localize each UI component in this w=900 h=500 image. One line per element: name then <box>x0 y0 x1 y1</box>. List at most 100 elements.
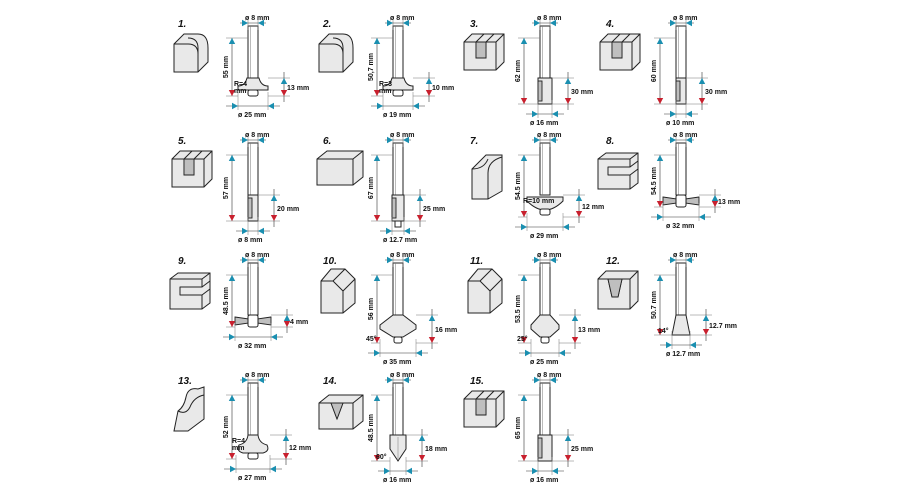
dimension-arrow <box>387 376 393 384</box>
dimension-arrow <box>425 78 433 84</box>
dimension-arrow <box>373 395 381 401</box>
bit-cutter <box>382 77 414 97</box>
bit-shank <box>392 262 404 316</box>
dimension-arrow <box>229 333 235 341</box>
dimension-arrow <box>686 136 692 144</box>
bit-cutter <box>237 434 269 460</box>
dimension-arrow <box>520 337 528 343</box>
bearing <box>393 336 403 344</box>
bit-number: 2. <box>322 19 331 30</box>
groove-face <box>183 158 195 176</box>
shank-diameter-label: ø 8 mm <box>390 15 415 22</box>
overall-length-label: 52 mm <box>223 416 230 438</box>
profile-block-icon <box>320 268 356 314</box>
cut-diameter-label: ø 29 mm <box>530 233 558 240</box>
dimension-arrow <box>280 90 288 96</box>
shank-diameter-label: ø 8 mm <box>673 15 698 22</box>
profile-face <box>169 272 211 310</box>
dimension-arrow <box>418 455 426 461</box>
overall-length-label: 48.5 mm <box>368 414 375 442</box>
profile-edge <box>317 150 364 185</box>
dimension-arrow <box>656 329 664 335</box>
bit-number: 5. <box>178 136 186 147</box>
dimension-arrow <box>387 19 393 27</box>
dimension-arrow <box>550 256 556 264</box>
dimension-arrow <box>564 455 572 461</box>
dimension-arrow <box>520 395 528 401</box>
cut-diameter-label: ø 25 mm <box>530 359 558 366</box>
dimension-arrow <box>686 256 692 264</box>
bit-cutter <box>537 434 553 462</box>
bit-cutter <box>675 77 687 105</box>
dimension-arrow <box>416 349 422 357</box>
cut-length-label: 13 mm <box>287 85 309 92</box>
bit-cutter <box>234 314 272 328</box>
dimension-arrow <box>564 98 572 104</box>
bit-cutter <box>389 434 407 462</box>
dimension-arrow <box>271 333 277 341</box>
dimension-arrow <box>564 435 572 441</box>
dimension-arrow <box>282 435 290 441</box>
overall-length-label: 54.5 mm <box>651 167 658 195</box>
cut-diameter-label: ø 32 mm <box>238 343 266 350</box>
bit-number: 7. <box>470 136 478 147</box>
radius-label: R=10 mm <box>523 198 554 205</box>
bit-cutter <box>530 314 560 344</box>
bit-shank <box>675 142 687 196</box>
profile-edge <box>475 33 505 43</box>
cut-diameter-label: ø 10 mm <box>666 120 694 127</box>
dimension-arrow <box>258 136 264 144</box>
cutter-body <box>237 77 269 91</box>
dimension-arrow <box>534 19 540 27</box>
cutter-body <box>382 77 414 91</box>
dimension-arrow <box>520 211 528 217</box>
dimension-arrow <box>571 337 579 343</box>
dimension-arrow <box>532 110 538 118</box>
dimension-arrow <box>258 256 264 264</box>
cut-diameter-label: ø 19 mm <box>383 112 411 119</box>
cut-diameter-label: ø 12.7 mm <box>666 351 700 358</box>
profile-block-icon <box>463 390 505 428</box>
cut-diameter-label: ø 16 mm <box>383 477 411 484</box>
radius-unit-label: mm <box>379 88 391 95</box>
dimension-arrow <box>520 455 528 461</box>
bit-shank <box>539 262 551 316</box>
cut-length-label: 30 mm <box>705 89 727 96</box>
dimension-arrow <box>552 467 558 475</box>
dimension-arrow <box>373 275 381 281</box>
dimension-arrow <box>416 195 424 201</box>
bit-number: 15. <box>470 376 484 387</box>
dimension-arrow <box>520 155 528 161</box>
dimension-arrow <box>242 256 248 264</box>
dimension-arrow <box>270 215 278 221</box>
cut-length-label: 12 mm <box>289 445 311 452</box>
angle-label: 60° <box>376 453 387 461</box>
dimension-arrow <box>702 315 710 321</box>
dimension-arrow <box>403 376 409 384</box>
dimension-arrow <box>550 136 556 144</box>
dimension-arrow <box>564 78 572 84</box>
dimension-arrow <box>283 321 291 327</box>
bearing <box>392 89 404 97</box>
shank-diameter-label: ø 8 mm <box>537 252 562 259</box>
dimension-arrow <box>670 110 676 118</box>
cut-length-label: 13 mm <box>718 199 740 206</box>
radius-unit-label: mm <box>232 445 244 452</box>
bit-shank <box>675 262 687 316</box>
cutter-flute <box>537 80 543 102</box>
dimension-arrow <box>228 321 236 327</box>
cut-length-label: 25 mm <box>423 206 445 213</box>
profile-block-icon <box>169 272 211 310</box>
shank-diameter-label: ø 8 mm <box>673 132 698 139</box>
shank-diameter-label: ø 8 mm <box>390 372 415 379</box>
dimension-arrow <box>666 341 672 349</box>
cut-diameter-label: ø 25 mm <box>238 112 266 119</box>
profile-edge <box>611 33 641 43</box>
shank-diameter-label: ø 8 mm <box>390 252 415 259</box>
profile-face <box>173 33 209 73</box>
cut-length-label: 12 mm <box>582 204 604 211</box>
